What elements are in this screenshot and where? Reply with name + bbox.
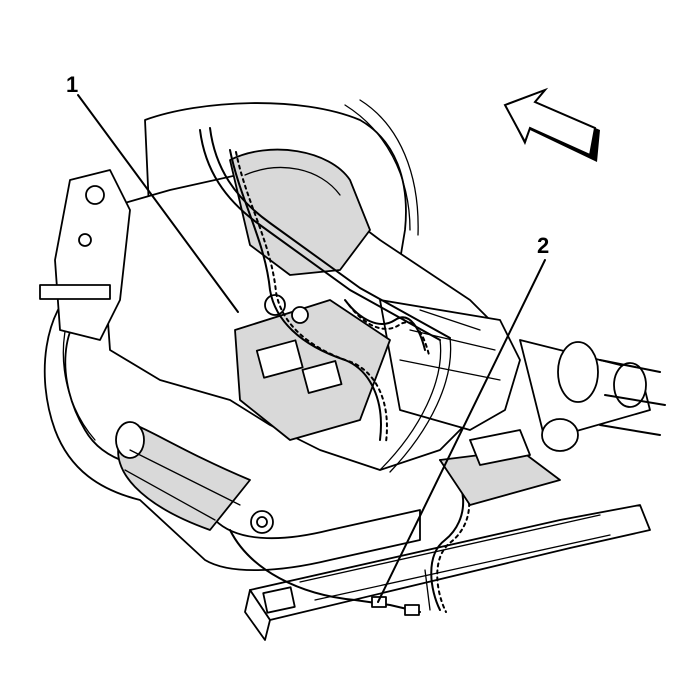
cooler-lines [199,127,452,473]
callout-2-label: 2 [537,233,549,258]
callout-1-label: 1 [66,72,78,97]
rear-driveshaft [519,339,666,452]
crossmember [244,504,651,641]
callout-2-leader [377,259,546,603]
front-direction-arrow-icon [503,87,600,162]
callout-1-leader [77,94,239,313]
catalytic-converter [115,421,251,531]
transmission-mount [439,429,561,506]
